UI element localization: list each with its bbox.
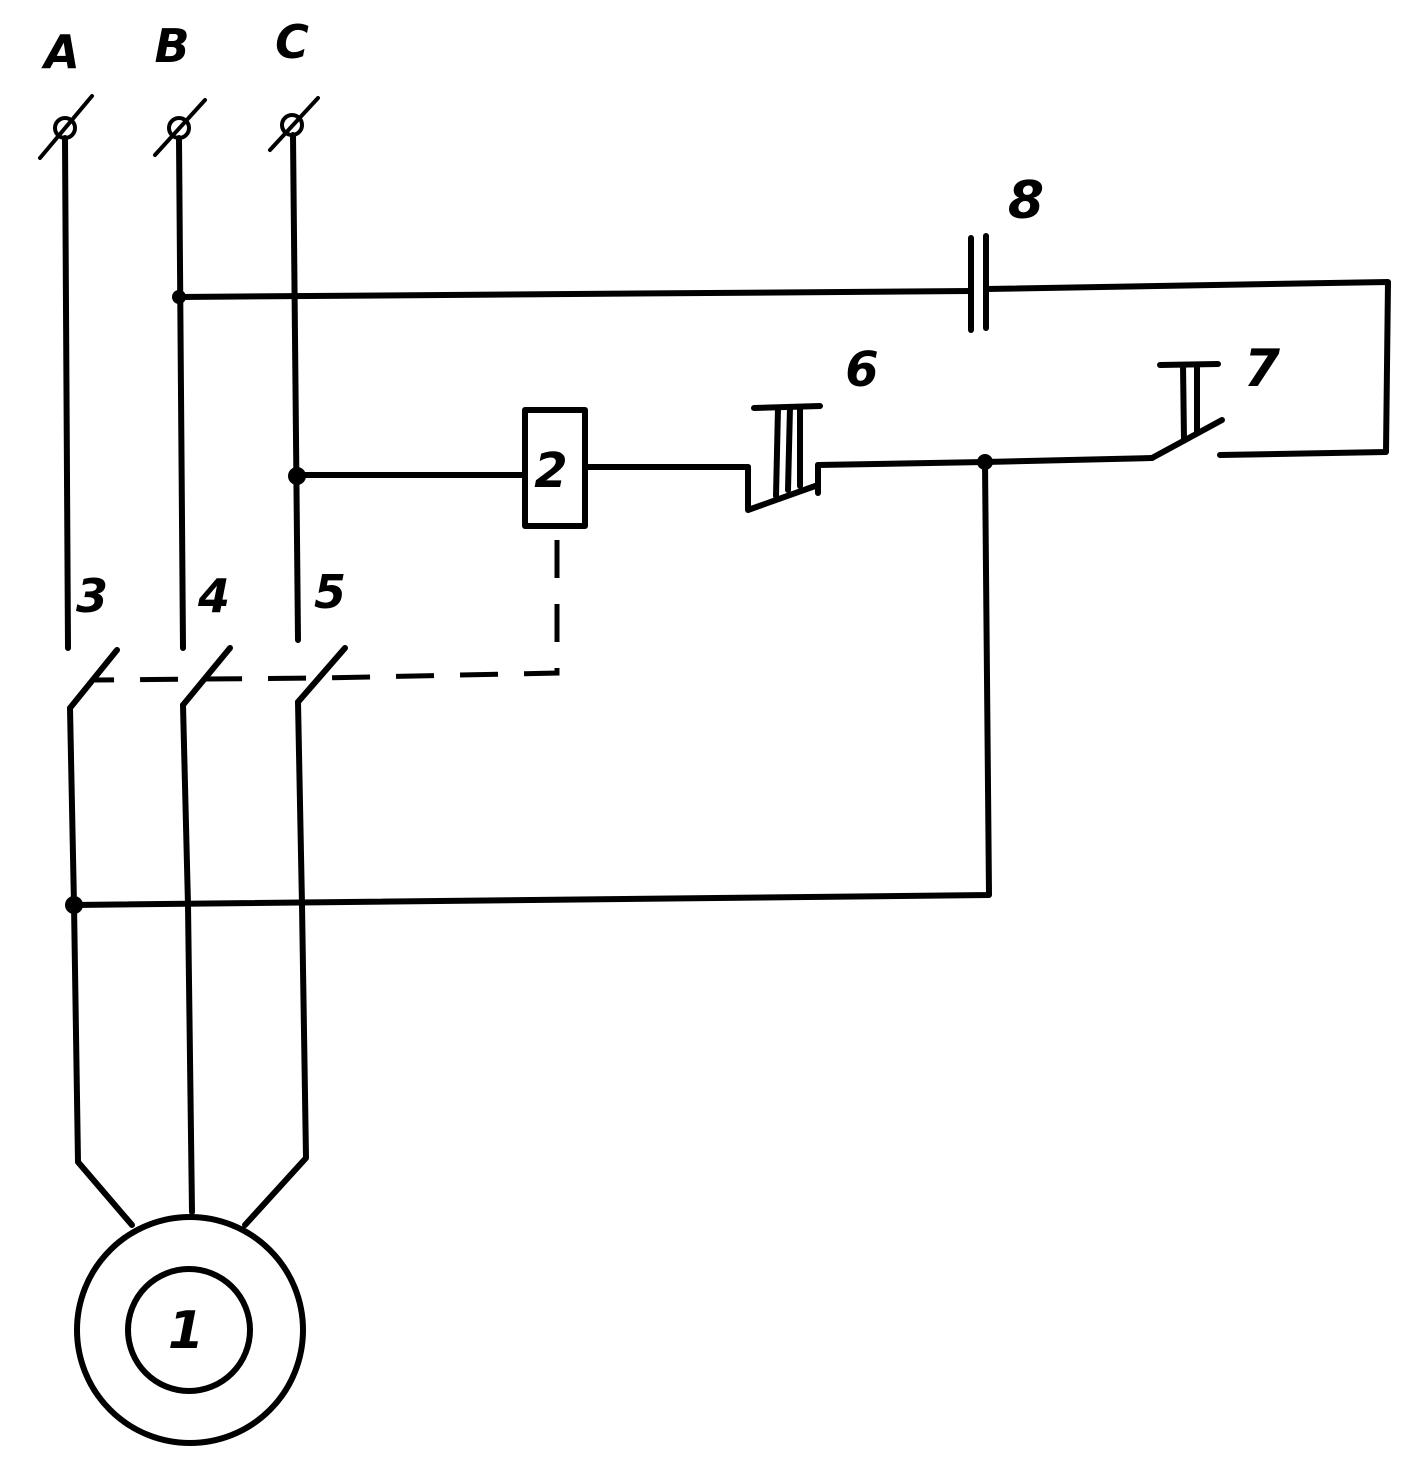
motor: [74, 1214, 306, 1446]
control-return-wire: [983, 279, 1391, 458]
contactor-coil-label: 2: [534, 443, 567, 499]
contact-a-label: 3: [76, 569, 108, 623]
control-wire-b: [176, 288, 974, 300]
start-button-label: 7: [1244, 339, 1281, 399]
stop-button-label: 6: [845, 342, 878, 398]
phase-a-wire: [62, 135, 71, 651]
main-contact-b: [180, 645, 233, 708]
mechanical-linkage: [94, 540, 560, 683]
contact-c-label: 5: [314, 565, 346, 619]
start-button: [1149, 361, 1225, 461]
motor-lead-c: [242, 699, 309, 1228]
motor-label: 1: [168, 1301, 204, 1361]
phase-c-label: C: [275, 15, 309, 69]
stop-button: [745, 403, 823, 513]
main-contact-c: [295, 645, 348, 705]
junction-a: [65, 896, 83, 914]
phase-b-wire: [176, 135, 186, 651]
phase-b-label: B: [154, 19, 189, 73]
junction-b: [172, 290, 186, 304]
phase-a-label: A: [41, 25, 80, 79]
motor-lead-a: [67, 705, 135, 1228]
main-contact-a: [67, 647, 120, 711]
motor-lead-b: [180, 702, 195, 1215]
control-neutral-wire: [71, 459, 992, 908]
junction-control: [977, 454, 993, 470]
contact-b-label: 4: [197, 569, 230, 623]
hold-contact: [968, 233, 989, 333]
phase-c-wire: [290, 132, 301, 643]
hold-contact-label: 8: [1008, 171, 1044, 231]
junction-c: [288, 467, 306, 485]
